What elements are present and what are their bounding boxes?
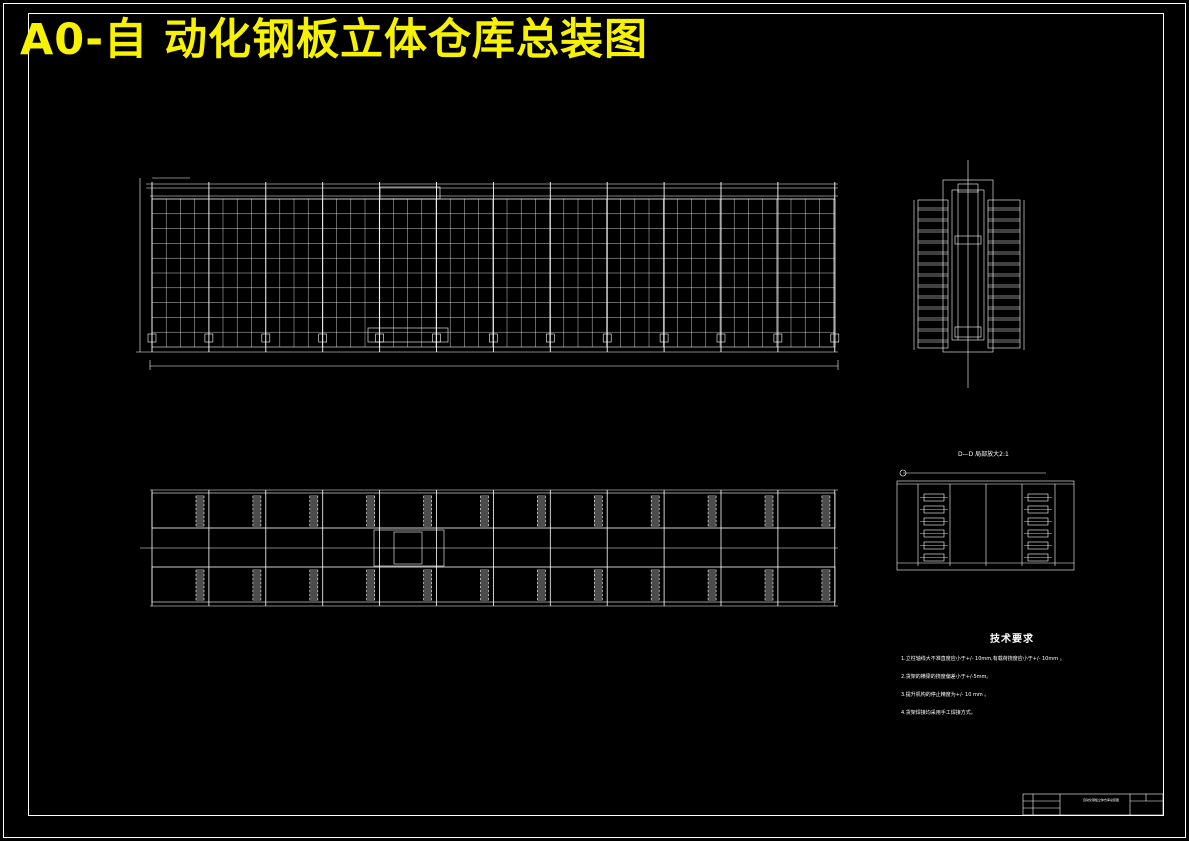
section-dd-view (896, 469, 1075, 571)
requirement-item: 1.立柱轴线大不准直度应小于+/- 10mm,有载荷挠度应小于+/- 10mm … (901, 656, 1065, 662)
technical-requirements-heading: 技术要求 (990, 634, 1034, 645)
drawing-title: A0-自 动化钢板立体仓库总装图 (20, 15, 649, 65)
technical-requirements-list: 1.立柱轴线大不准直度应小于+/- 10mm,有载荷挠度应小于+/- 10mm … (901, 657, 1065, 729)
requirement-item: 2.货架的横梁的挠度偏差小于+/-5mm。 (901, 674, 992, 680)
requirement-item: 3.提升机构的停止精度为+/- 10 mm 。 (901, 692, 990, 698)
title-block (1022, 793, 1164, 816)
side-view (913, 160, 1025, 388)
section-dd-label: D—D 局部放大2:1 (958, 451, 1009, 458)
requirement-item: 4.货架焊接均采用手工焊接方式。 (901, 710, 976, 716)
plan-view (140, 489, 838, 607)
front-elevation-view (136, 177, 840, 370)
title-block-drawing-name: 自动化钢板立体仓库总装图 (1083, 798, 1120, 802)
